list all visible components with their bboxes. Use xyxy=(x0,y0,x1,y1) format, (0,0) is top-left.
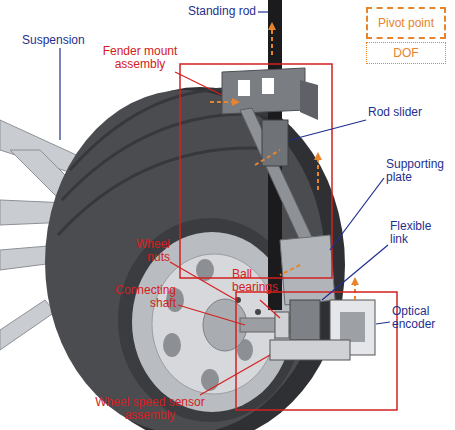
part-label: Ball bearings xyxy=(232,268,287,294)
assembly-label: Fender mount assembly xyxy=(100,45,180,71)
legend-sample: DOF xyxy=(366,42,446,64)
assembly-label: Wheel speed sensor assembly xyxy=(90,396,210,422)
legend-text: DOF xyxy=(393,46,418,60)
legend-text: Pivot point xyxy=(378,16,434,30)
part-label: Flexible link xyxy=(390,220,450,246)
part-label: Optical encoder xyxy=(392,305,452,331)
part-label: Suspension xyxy=(22,34,112,47)
part-label: Rod slider xyxy=(368,106,448,119)
part-label: Connecting shaft xyxy=(106,284,176,310)
part-label: Wheel nuts xyxy=(118,238,170,264)
part-label: Supporting plate xyxy=(386,158,452,184)
legend-sample: Pivot point xyxy=(366,7,446,39)
part-label: Standing rod xyxy=(176,5,256,18)
